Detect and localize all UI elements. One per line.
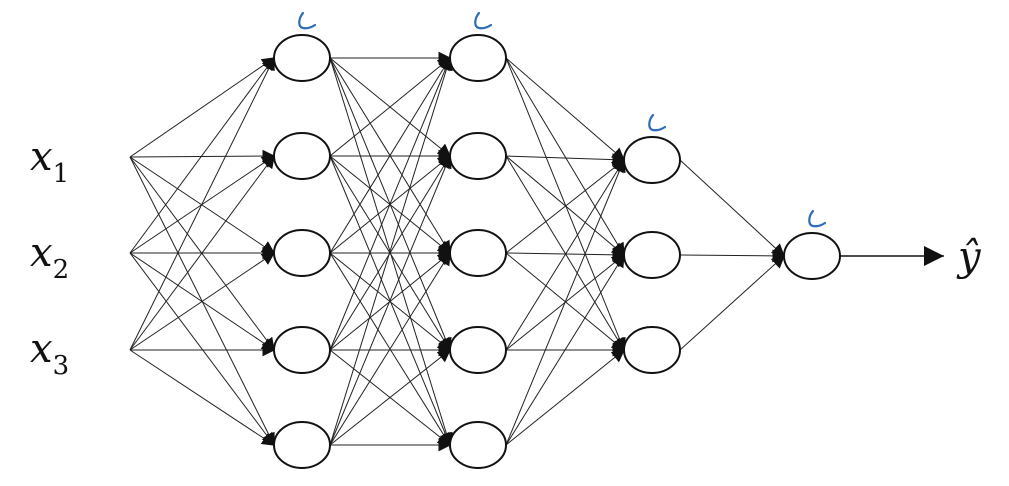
- layer-3-unit-3: [623, 326, 681, 374]
- layer-2-unit-4: [449, 326, 507, 374]
- handwritten-annotations: [298, 11, 827, 228]
- edge-l1-5-to-l2-4: [329, 349, 452, 446]
- connections: [129, 51, 786, 452]
- layer-2-pen-mark: [474, 11, 493, 30]
- edge-l2-3-to-l3-2: [505, 248, 626, 262]
- edge-input-3-to-l1-unit-5: [129, 349, 276, 446]
- svg-text:x3: x3: [30, 326, 69, 381]
- output-y-hat-label: ŷ: [956, 234, 982, 280]
- layer-2-unit-3: [449, 229, 507, 277]
- edge-input-1-to-l1-unit-1: [129, 57, 276, 158]
- layer-1-unit-1: [273, 34, 331, 82]
- edge-l2-3-to-l3-1: [505, 159, 626, 254]
- input-x2-label: x2: [30, 230, 69, 285]
- edge-l2-1-to-l3-2: [505, 57, 625, 257]
- edge-input-3-to-l1-unit-1: [129, 56, 275, 351]
- edge-input-3-to-l1-unit-3: [129, 252, 276, 351]
- layer-2-unit-2: [449, 132, 507, 180]
- layer-4-pen-mark: [808, 209, 827, 228]
- layer-1-unit-3: [273, 229, 331, 277]
- input-x3-label: x3: [30, 326, 69, 381]
- edge-l3-2-to-l4-1: [679, 249, 786, 263]
- edge-l2-5-to-l3-1: [505, 158, 626, 446]
- edge-l2-2-to-l3-3: [505, 155, 625, 352]
- edge-l1-5-to-l2-2: [329, 154, 452, 446]
- layer-3-unit-2: [623, 231, 681, 279]
- edge-l3-1-to-l4-1: [679, 159, 785, 257]
- edge-l2-2-to-l3-2: [505, 155, 625, 256]
- edge-l2-2-to-l3-1: [505, 153, 626, 167]
- layer-1-unit-2: [273, 132, 331, 180]
- edge-l1-3-to-l2-1: [329, 56, 451, 254]
- edge-l2-5-to-l3-3: [505, 349, 626, 446]
- edge-input-2-to-l1-unit-5: [129, 252, 275, 447]
- layer-1-unit-5: [273, 421, 331, 469]
- edge-input-3-to-l1-unit-2: [129, 154, 275, 351]
- layer-2-unit-1: [449, 34, 507, 82]
- edge-l3-3-to-l4-1: [679, 255, 785, 351]
- edge-input-2-to-l1-unit-1: [129, 56, 275, 254]
- edge-input-1-to-l1-unit-2: [129, 149, 276, 163]
- layer-3-pen-mark: [648, 113, 667, 132]
- hidden-units: [273, 34, 841, 469]
- edge-l1-5-to-l2-3: [329, 251, 451, 446]
- layer-1-unit-4: [273, 326, 331, 374]
- edge-l1-2-to-l2-1: [329, 57, 452, 157]
- svg-text:x2: x2: [30, 230, 69, 285]
- layer-3-unit-1: [623, 136, 681, 184]
- input-x1-label: x1: [30, 134, 69, 189]
- edge-l1-5-to-l2-1: [329, 56, 453, 446]
- svg-text:x1: x1: [30, 134, 69, 189]
- edge-l2-5-to-l3-2: [505, 253, 625, 446]
- layer-1-pen-mark: [298, 11, 317, 30]
- edge-l1-4-to-l2-1: [329, 56, 452, 351]
- edge-l2-4-to-l3-1: [505, 158, 625, 351]
- layer-2-unit-5: [449, 421, 507, 469]
- edge-l2-1-to-l3-1: [505, 57, 625, 161]
- edge-l2-1-to-l3-3: [505, 57, 626, 352]
- output-unit: [783, 232, 841, 280]
